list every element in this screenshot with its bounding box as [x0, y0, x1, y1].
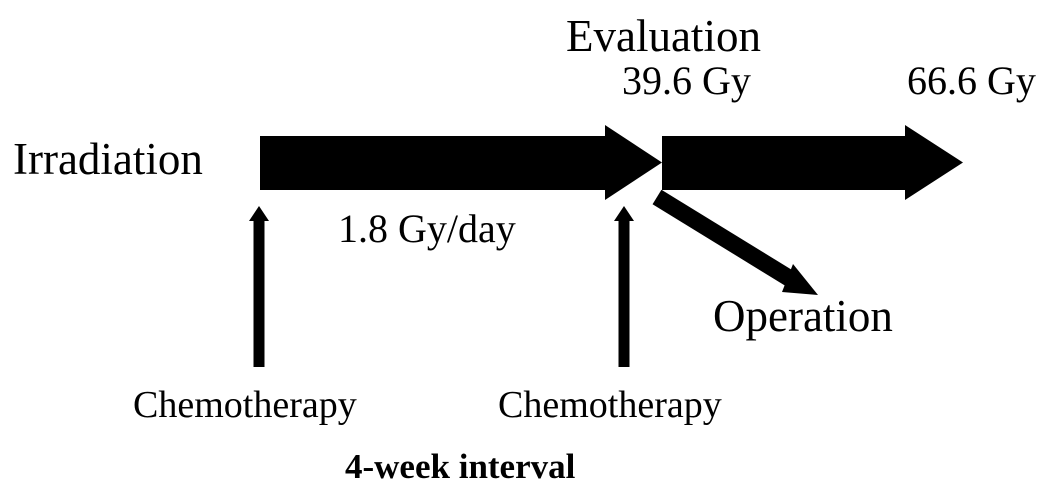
up-arrow-icon-chemo-1: [249, 206, 269, 367]
label-fraction-dose: 1.8 Gy/day: [338, 206, 516, 251]
label-interval: 4-week interval: [345, 447, 576, 486]
label-chemotherapy-second: Chemotherapy: [498, 384, 722, 426]
right-arrow-icon-phase-1: [260, 125, 662, 200]
label-irradiation: Irradiation: [13, 134, 203, 184]
label-dose-at-evaluation: 39.6 Gy: [622, 58, 751, 103]
label-chemotherapy-first: Chemotherapy: [133, 384, 357, 426]
label-dose-total: 66.6 Gy: [907, 58, 1036, 103]
right-arrow-icon-phase-2: [662, 125, 963, 200]
label-operation: Operation: [713, 291, 893, 341]
label-evaluation: Evaluation: [566, 11, 761, 61]
diagonal-down-right-arrow-icon-operation: [652, 189, 818, 295]
up-arrow-icon-chemo-2: [614, 206, 634, 367]
